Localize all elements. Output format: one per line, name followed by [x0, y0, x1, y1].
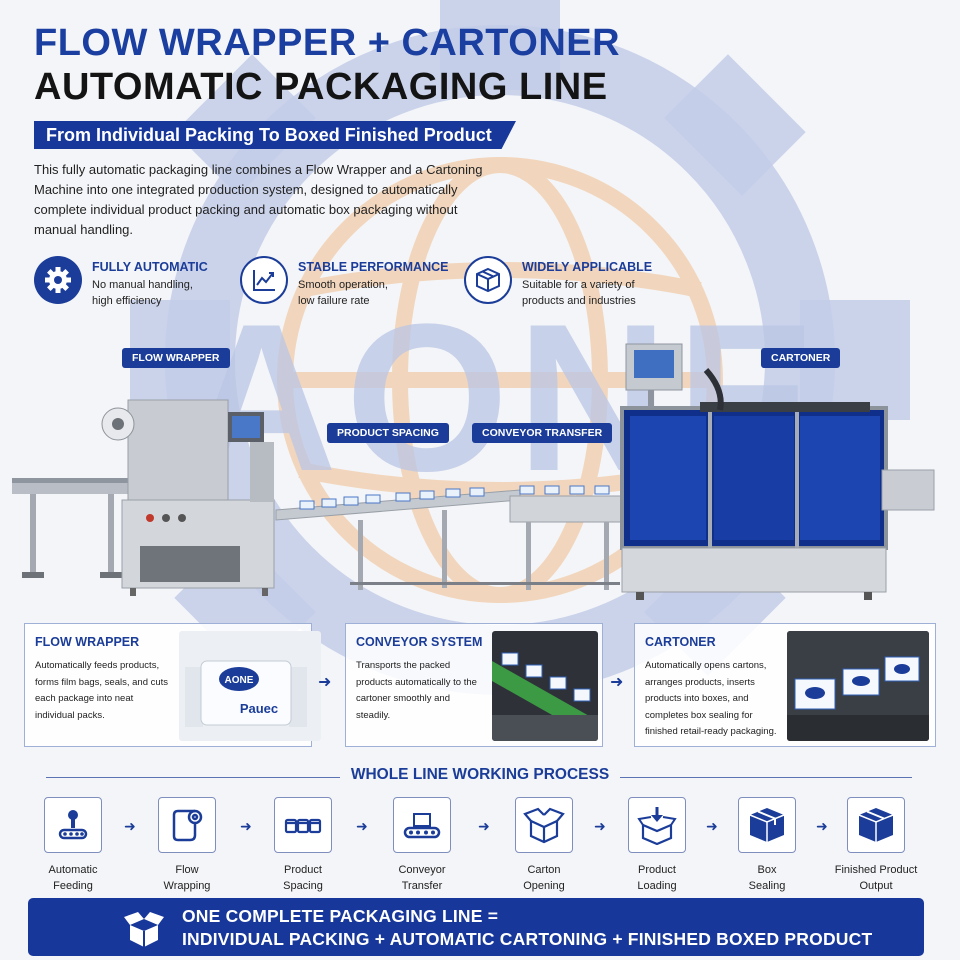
process-title-rule-right — [620, 777, 912, 778]
feature-text-line1: Suitable for a variety of — [522, 279, 635, 291]
step-label-line2: Feeding — [53, 880, 93, 892]
step-label-line1: Automatic — [48, 864, 98, 876]
box-icon — [464, 256, 512, 304]
label-flow-wrapper: FLOW WRAPPER — [122, 348, 230, 368]
feeding-icon — [58, 810, 88, 840]
panel-title: CARTONER — [645, 635, 716, 649]
step-arrow: ➜ — [816, 818, 828, 834]
sealed-box-icon — [749, 808, 785, 842]
feature-widely-applicable: WIDELY APPLICABLE Suitable for a variety… — [464, 256, 652, 309]
step-label-line1: Product — [638, 864, 676, 876]
process-title-rule-left — [46, 777, 340, 778]
open-box-icon — [124, 912, 164, 947]
feature-text-line2: high efficiency — [92, 295, 162, 307]
step-arrow: ➜ — [356, 818, 368, 834]
step-arrow: ➜ — [478, 818, 490, 834]
feature-title: STABLE PERFORMANCE — [298, 260, 449, 274]
panel-text: Automatically opens cartons, arranges pr… — [645, 660, 777, 737]
feature-fully-automatic: FULLY AUTOMATIC No manual handling, high… — [34, 256, 208, 309]
panel-flow-wrapper: FLOW WRAPPER Automatically feeds product… — [24, 623, 321, 747]
step-label-line2: Wrapping — [163, 880, 211, 892]
step-arrow: ➜ — [124, 818, 136, 834]
step-label-line2: Spacing — [283, 880, 323, 892]
chart-icon — [240, 256, 288, 304]
step-label-line1: Box — [757, 864, 777, 876]
feature-text-line2: low failure rate — [298, 295, 370, 307]
step-label-line1: Flow — [175, 864, 199, 876]
summary-line2: INDIVIDUAL PACKING + AUTOMATIC CARTONING… — [182, 929, 873, 949]
conveyor-machine — [275, 485, 631, 590]
gear-icon — [34, 256, 82, 304]
cartoner-photo — [787, 631, 929, 741]
step-label-line2: Transfer — [401, 880, 443, 892]
label-conveyor-transfer: CONVEYOR TRANSFER — [472, 423, 613, 443]
page-title-line2: AUTOMATIC PACKAGING LINE — [34, 66, 608, 108]
product-brand-text: AONE — [225, 675, 254, 686]
step-label-line2: Output — [859, 880, 893, 892]
step-label-line2: Loading — [637, 880, 677, 892]
conveyor-icon — [403, 813, 441, 839]
step-label-line1: Finished Product — [834, 864, 918, 876]
open-box-icon — [523, 807, 565, 844]
finished-box-icon — [858, 808, 894, 842]
process-title: WHOLE LINE WORKING PROCESS — [350, 766, 610, 783]
panel-arrow-1: ➜ — [318, 674, 332, 691]
panel-conveyor-system: CONVEYOR SYSTEM Transports the packed pr… — [345, 623, 603, 747]
feature-text-line2: products and industries — [522, 295, 636, 307]
panel-text: Automatically feeds products, forms film… — [35, 660, 169, 721]
feature-text-line1: Smooth operation, — [298, 279, 388, 291]
intro-paragraph: This fully automatic packaging line comb… — [34, 162, 483, 237]
page-title-line1: FLOW WRAPPER + CARTONER — [34, 22, 621, 64]
panel-title: CONVEYOR SYSTEM — [356, 635, 483, 649]
flow-wrapper-machine — [12, 399, 275, 596]
feature-title: FULLY AUTOMATIC — [92, 260, 208, 274]
panel-text: Transports the packed products automatic… — [356, 660, 477, 721]
step-label-line1: Carton — [527, 864, 561, 876]
label-product-spacing: PRODUCT SPACING — [327, 423, 449, 443]
loading-icon — [637, 807, 677, 845]
film-roll-icon — [172, 809, 203, 842]
feature-stable-performance: STABLE PERFORMANCE Smooth operation, low… — [240, 256, 448, 309]
step-arrow: ➜ — [594, 818, 606, 834]
spacing-icon — [284, 818, 322, 834]
conveyor-photo — [492, 631, 598, 741]
step-label-line2: Sealing — [748, 880, 786, 892]
summary-line1: ONE COMPLETE PACKAGING LINE = — [182, 906, 499, 926]
step-label-line1: Conveyor — [398, 864, 446, 876]
cartoner-machine — [620, 343, 935, 600]
panel-cartoner: CARTONER Automatically opens cartons, ar… — [634, 623, 936, 747]
step-arrow: ➜ — [240, 818, 252, 834]
step-label-line1: Product — [284, 864, 322, 876]
panel-arrow-2: ➜ — [610, 674, 624, 691]
feature-text-line1: No manual handling, — [92, 279, 193, 291]
subtitle-banner: From Individual Packing To Boxed Finishe… — [34, 121, 516, 149]
panel-title: FLOW WRAPPER — [35, 635, 140, 649]
summary-banner: ONE COMPLETE PACKAGING LINE = INDIVIDUAL… — [28, 898, 924, 956]
step-arrow: ➜ — [706, 818, 718, 834]
step-label-line2: Opening — [523, 880, 565, 892]
product-name-text: Pauec — [240, 701, 278, 716]
flow-wrapped-product-photo: AONE Pauec — [179, 631, 321, 741]
feature-title: WIDELY APPLICABLE — [522, 260, 653, 274]
label-cartoner: CARTONER — [761, 348, 841, 368]
